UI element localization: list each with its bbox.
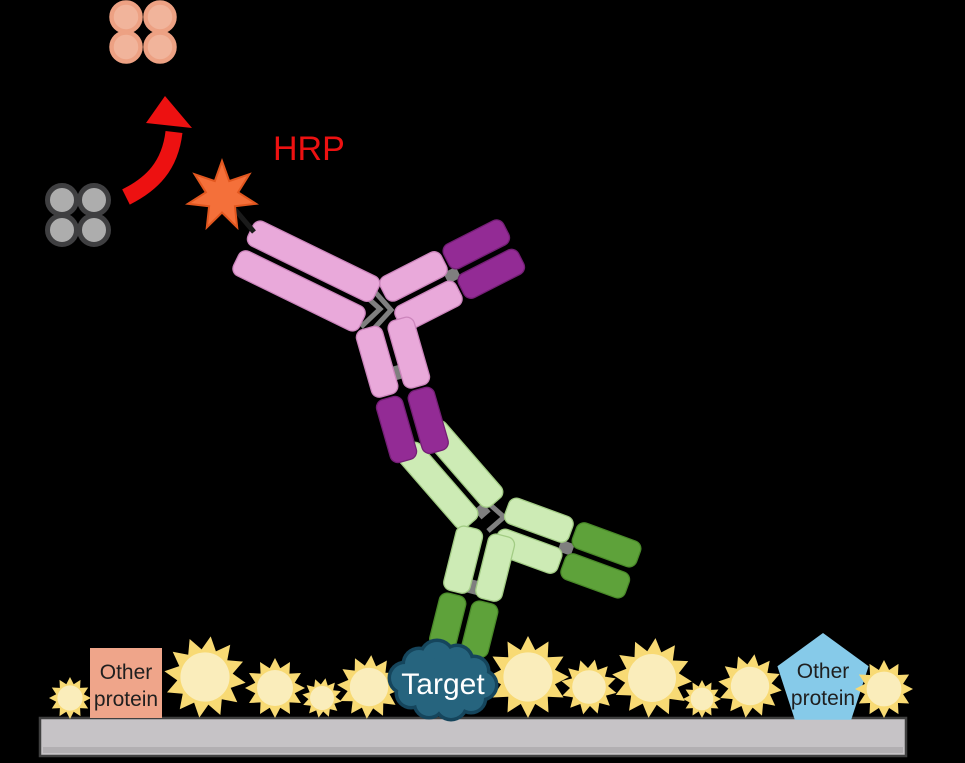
other-protein-right: Other protein (777, 633, 913, 720)
reaction-arrow-head (146, 96, 192, 128)
secondary-antibody-binding-fab-arm (355, 316, 449, 464)
primary-antibody-binding-fab-arm (429, 525, 516, 659)
other-protein-left-label-line1: Other (100, 661, 153, 684)
product-molecule (143, 0, 177, 34)
other-protein-right-label-line1: Other (797, 660, 850, 683)
substrate-molecules (45, 183, 111, 247)
hrp-enzyme (185, 158, 259, 234)
other-protein-right-label-line2: protein (791, 687, 855, 710)
substrate-molecule (45, 183, 79, 217)
substrate-molecule (77, 213, 111, 247)
other-protein-left: Other protein (90, 648, 162, 718)
assay-surface (38, 716, 908, 758)
substrate-molecule (77, 183, 111, 217)
product-molecules (109, 0, 177, 64)
product-molecule (109, 0, 143, 34)
other-protein-square (90, 648, 162, 718)
secondary-antibody (232, 219, 526, 464)
product-molecule (143, 30, 177, 64)
target-cloud (391, 642, 495, 718)
target-label: Target (401, 668, 485, 701)
reaction-arrow (122, 96, 192, 205)
hrp-label: HRP (273, 130, 345, 168)
secondary-antibody-free-fab-arm (379, 219, 526, 332)
target-protein: Target (387, 638, 499, 722)
product-molecule (109, 30, 143, 64)
other-protein-pentagon (777, 633, 869, 720)
reaction-arrow-band (122, 130, 183, 205)
hrp-enzyme-star-icon (185, 158, 259, 231)
other-protein-left-label-line2: protein (94, 688, 158, 711)
substrate-molecule (45, 213, 79, 247)
primary-antibody (397, 419, 642, 659)
